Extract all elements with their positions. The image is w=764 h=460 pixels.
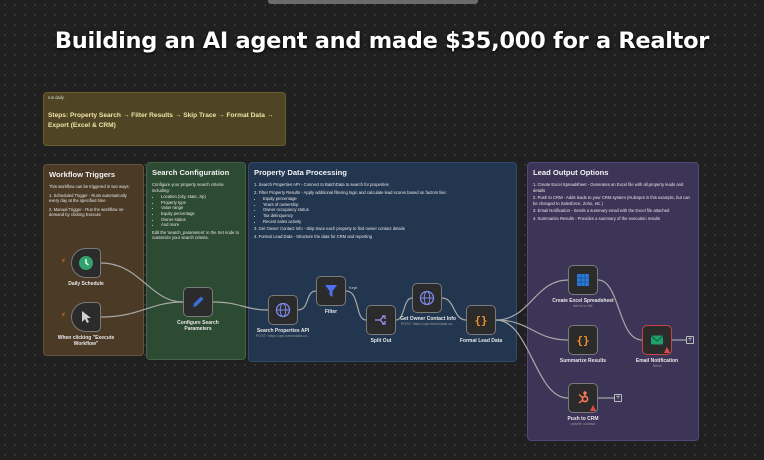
data-note-bullet: Owner occupancy status	[263, 207, 511, 213]
search-config-sticky-note[interactable]: Search Configuration Configure your prop…	[146, 162, 246, 360]
intro-text: run daily.	[48, 95, 65, 100]
email-warning-icon[interactable]	[664, 347, 670, 353]
search-note-title: Search Configuration	[152, 168, 230, 177]
wire-excel-to-email	[597, 279, 643, 341]
search-note-lead: Configure your property search criteria …	[152, 182, 224, 193]
filter-branch-label: Kept	[349, 285, 358, 290]
daily-schedule-node[interactable]	[71, 248, 101, 278]
search-note-bullet: Owner status	[161, 217, 240, 223]
triggers-note-lead: This workflow can be triggered in two wa…	[49, 184, 130, 189]
globe-icon	[275, 302, 291, 318]
wire-schedule-to-config	[100, 262, 184, 303]
data-note-list: Equity percentage Years of ownership Own…	[254, 196, 511, 224]
top-drag-bar	[268, 0, 478, 4]
search-note-bullet: Value range	[161, 205, 240, 211]
configure-search-label: Configure Search Parameters	[177, 320, 219, 332]
search-properties-api-node[interactable]	[268, 295, 298, 325]
search-properties-api-subtitle: POST: https://api.batchdata.co...	[255, 334, 311, 338]
search-note-bullet: And more	[161, 222, 240, 228]
wire-format-to-excel	[495, 279, 569, 321]
hubspot-icon	[578, 391, 589, 404]
data-note-item4: 4. Format Lead Data - Structure the data…	[254, 233, 373, 239]
trigger-bolt-icon: ⚡	[61, 257, 66, 265]
wire-filter-to-split	[345, 290, 367, 321]
wire-config-to-search	[212, 301, 269, 311]
split-out-node[interactable]	[366, 305, 396, 335]
add-node-after-email-button[interactable]: +	[686, 336, 694, 344]
search-note-bullet: Property type	[161, 200, 240, 206]
summarize-results-node[interactable]: {}	[568, 325, 598, 355]
cursor-icon	[82, 311, 91, 323]
lead-note-item4: 4. Summarize Results - Provides a summar…	[533, 215, 661, 221]
wire-manual-to-config	[100, 301, 184, 318]
filter-label: Filter	[324, 309, 338, 315]
manual-trigger-node[interactable]	[71, 302, 101, 332]
lead-note-title: Lead Output Options	[533, 168, 609, 177]
pencil-icon	[193, 296, 204, 307]
create-excel-node[interactable]	[568, 265, 598, 295]
configure-search-node[interactable]	[183, 287, 213, 317]
get-owner-contact-label: Get Owner Contact Info	[400, 316, 456, 322]
format-lead-data-node[interactable]: {}	[466, 305, 496, 335]
lead-note-item3: 3. Email Notification - Sends a summary …	[533, 208, 670, 214]
search-note-list: Location (city, state, zip) Property typ…	[152, 194, 240, 228]
trigger-bolt-icon: ⚡	[61, 311, 66, 319]
create-excel-label: Create Excel Spreadsheet	[552, 298, 614, 304]
wire-search-to-filter	[297, 290, 317, 311]
wire-split-to-contact	[395, 297, 413, 321]
funnel-icon	[325, 285, 337, 297]
triggers-note-title: Workflow Triggers	[49, 170, 116, 179]
split-arrows-icon	[375, 315, 386, 325]
clock-icon	[79, 256, 93, 270]
intro-steps: Steps: Property Search → Filter Results …	[48, 112, 274, 129]
wire-format-to-crm	[495, 319, 569, 399]
data-note-item1: 1. Search Properties API - Connect to Ba…	[254, 182, 389, 187]
lead-note-item1: 1. Create Excel Spreadsheet - Generates …	[533, 182, 684, 193]
svg-text:{}: {}	[576, 334, 589, 347]
format-lead-data-label: Format Lead Data	[459, 338, 503, 344]
push-to-crm-label: Push to CRM	[567, 416, 599, 422]
svg-text:{}: {}	[474, 314, 487, 327]
triggers-note-item2: 2. Manual Trigger - Run the workflow on-…	[49, 206, 125, 218]
wire-contact-to-format	[441, 297, 467, 321]
push-to-crm-subtitle: upsert: contact	[570, 422, 596, 426]
code-braces-icon: {}	[576, 334, 589, 347]
search-note-tail: Edit the 'search_parameters' in the Set …	[152, 229, 240, 241]
data-note-item2: 2. Filter Property Results - Apply addit…	[254, 189, 447, 195]
data-note-bullet: Tax delinquency	[263, 213, 511, 219]
search-properties-api-label: Search Properties API	[256, 328, 310, 334]
manual-trigger-label: When clicking "Execute Workflow"	[57, 335, 115, 347]
envelope-icon	[650, 335, 664, 345]
filter-node[interactable]	[316, 276, 346, 306]
globe-icon	[419, 290, 435, 306]
data-note-bullet: Recent sales activity	[263, 219, 511, 225]
get-owner-contact-node[interactable]	[412, 283, 442, 313]
data-note-bullet: Equity percentage	[263, 196, 511, 202]
email-notification-label: Email Notification	[635, 358, 679, 364]
get-owner-contact-subtitle: POST: https://api.batchdata.co...	[400, 322, 456, 326]
daily-schedule-label: Daily Schedule	[68, 281, 104, 287]
summarize-results-label: Summarize Results	[559, 358, 607, 364]
split-out-label: Split Out	[370, 338, 392, 344]
code-braces-icon: {}	[474, 314, 487, 327]
search-note-bullet: Location (city, state, zip)	[161, 194, 240, 200]
wire-format-to-summarize	[495, 319, 569, 341]
data-note-item3: 3. Get Owner Contact Info - Skip trace e…	[254, 226, 405, 232]
crm-warning-icon[interactable]	[590, 405, 596, 411]
data-note-bullet: Years of ownership	[263, 202, 511, 208]
create-excel-subtitle: items to file	[573, 304, 593, 308]
add-node-after-crm-button[interactable]: +	[614, 394, 622, 402]
lead-note-item2: 2. Push to CRM - Adds leads to your CRM …	[533, 195, 690, 206]
search-note-bullet: Equity percentage	[161, 211, 240, 217]
triggers-note-item1: 1. Scheduled Trigger - Runs automaticall…	[49, 192, 127, 204]
email-notification-subtitle: Send	[652, 364, 662, 368]
video-headline: Building an AI agent and made $35,000 fo…	[54, 28, 710, 54]
data-note-title: Property Data Processing	[254, 168, 347, 177]
spreadsheet-icon	[577, 274, 589, 286]
intro-sticky-note[interactable]: run daily. Steps: Property Search → Filt…	[43, 92, 286, 146]
